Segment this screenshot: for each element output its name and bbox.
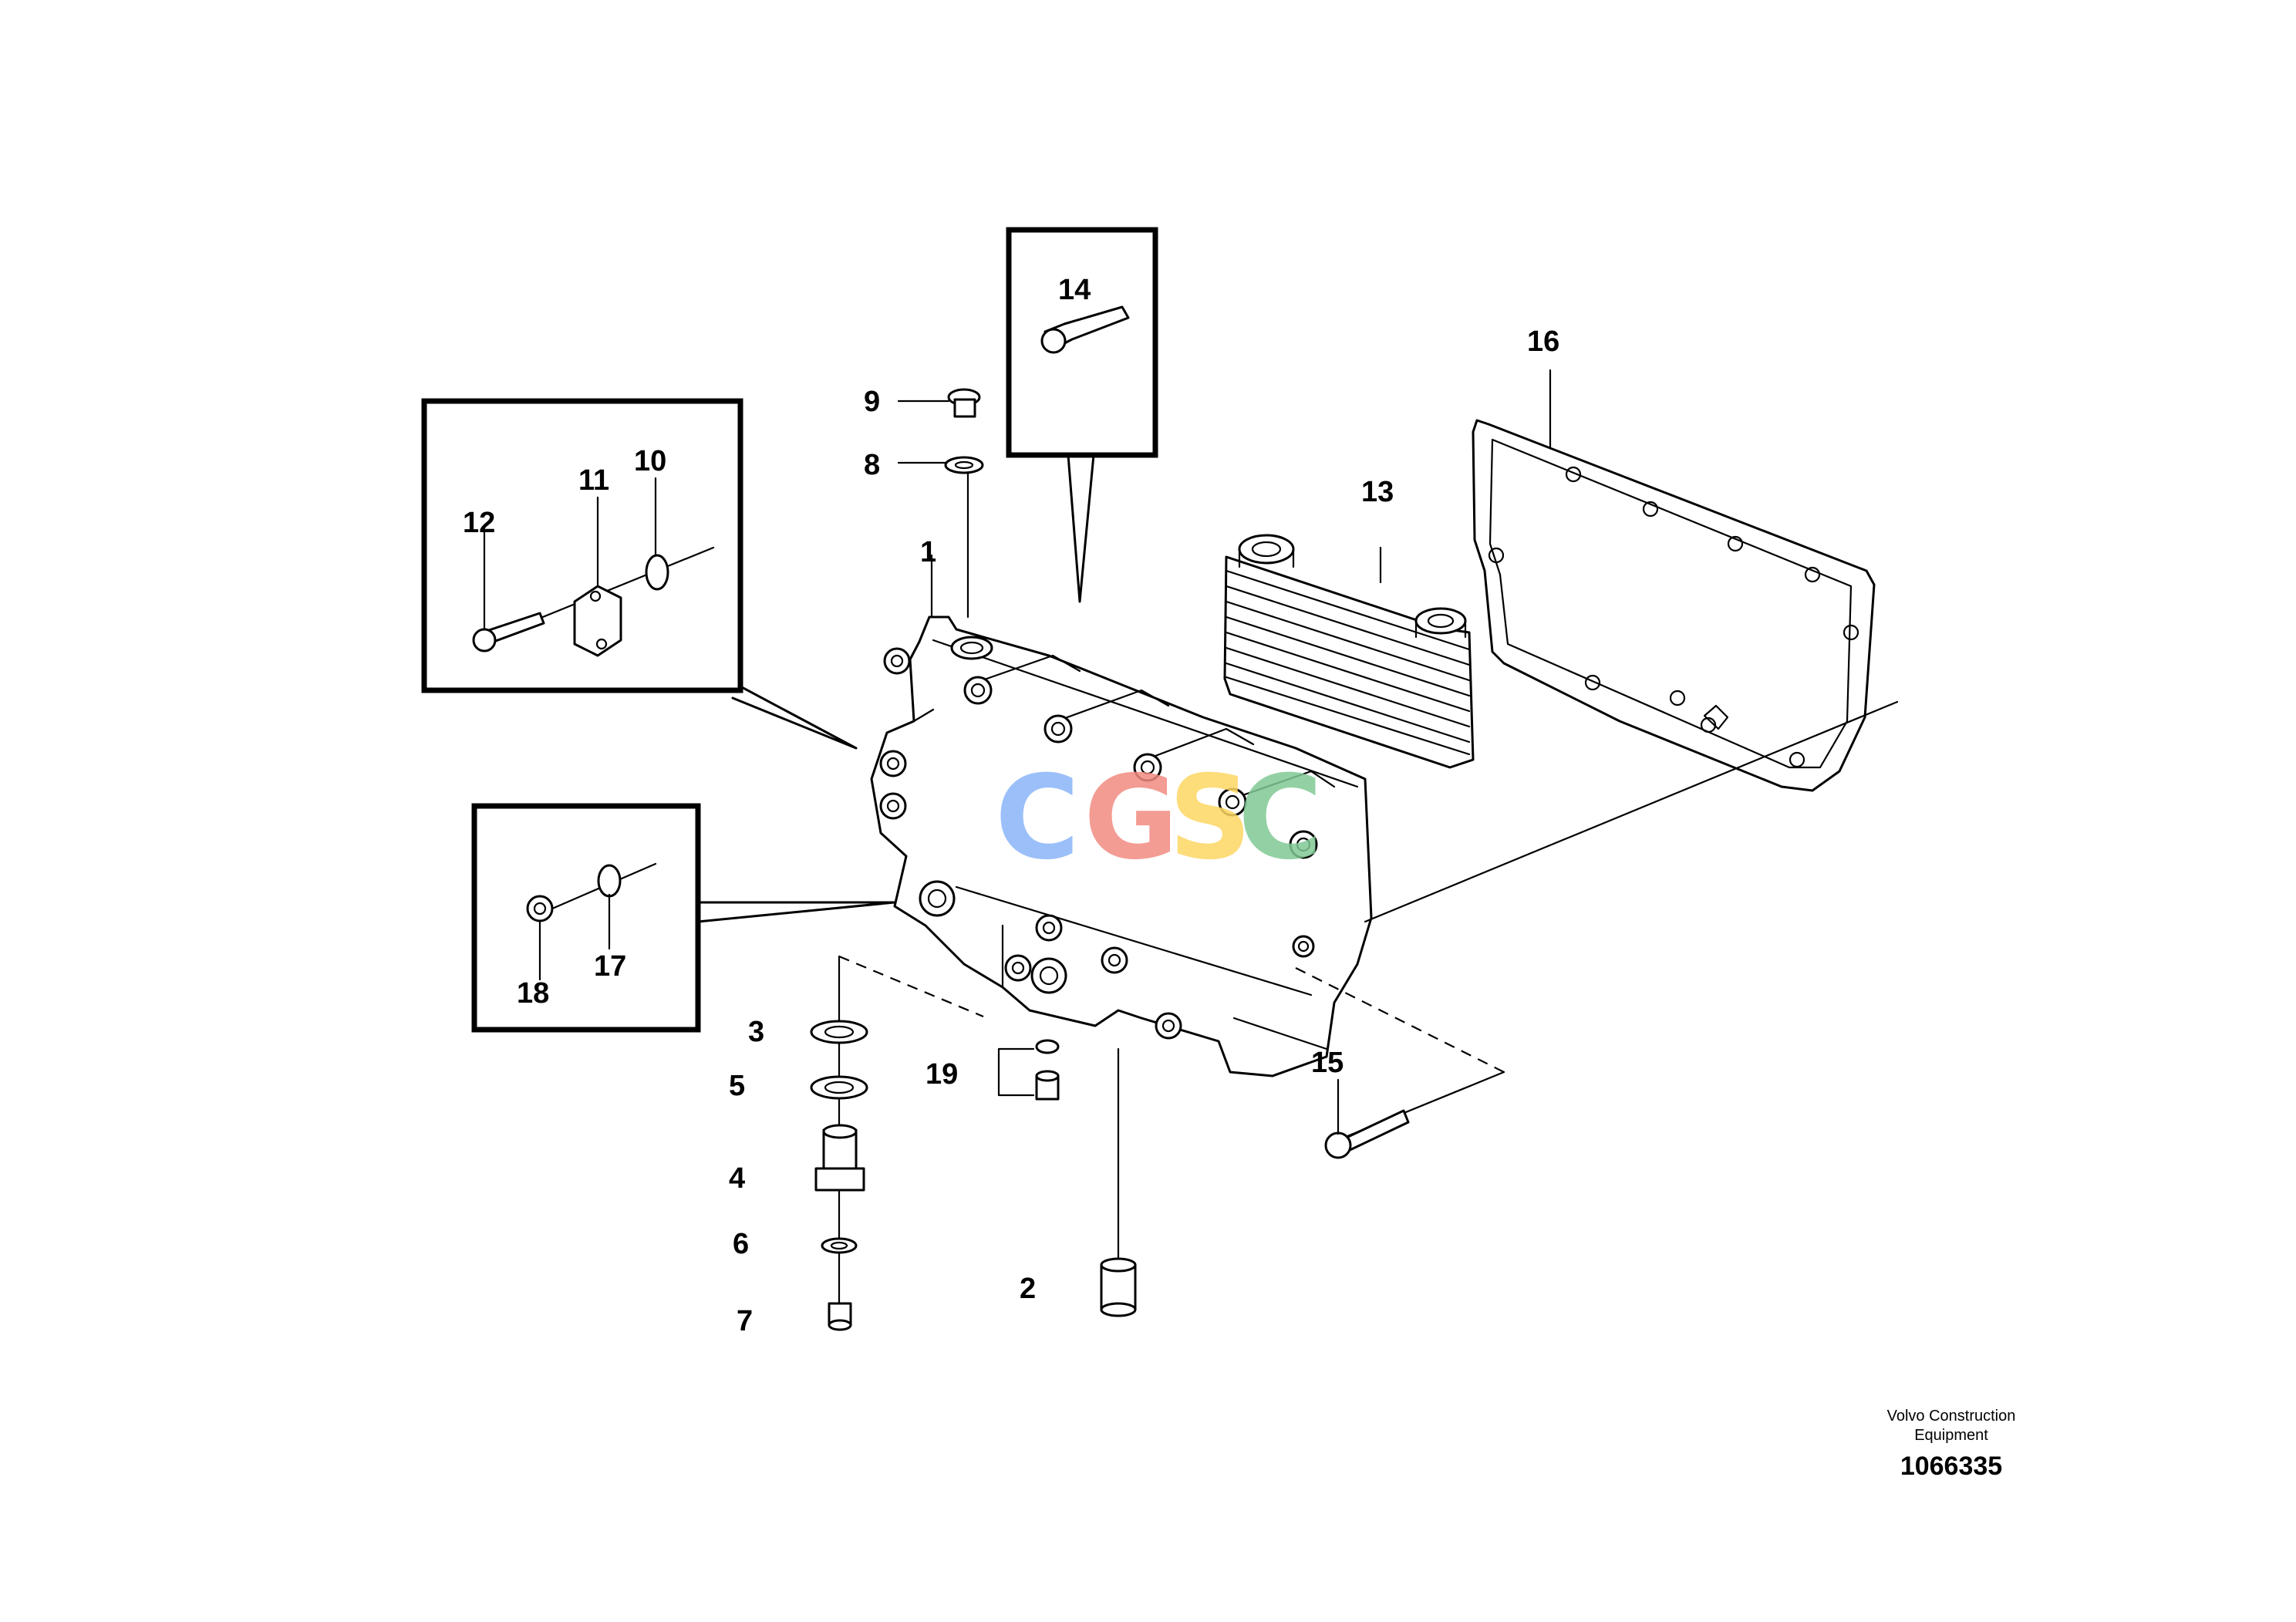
callout-7: 7 [737, 1305, 753, 1337]
callout-18: 18 [517, 977, 549, 1010]
callout-3: 3 [748, 1016, 764, 1048]
callout-10: 10 [634, 445, 666, 477]
inset-box-plug-17-18 [471, 803, 896, 1033]
callout-14: 14 [1058, 274, 1091, 306]
plug-washer-19 [997, 1039, 1060, 1101]
callout-9: 9 [864, 386, 880, 418]
callout-2: 2 [1020, 1273, 1036, 1305]
callout-15: 15 [1311, 1047, 1344, 1079]
plug-stack-assembly [810, 955, 984, 1331]
callout-19: 19 [925, 1058, 958, 1091]
inset-box-cover-10-11-12 [421, 398, 858, 750]
oil-cooler-housing [870, 615, 1373, 1077]
callout-11: 11 [578, 464, 609, 497]
callout-4: 4 [729, 1162, 745, 1195]
oil-cooler-core [1223, 534, 1475, 769]
watermark-letter-1: C [995, 751, 1080, 885]
cooler-gasket [1472, 419, 1876, 792]
leader-lines [897, 369, 1899, 923]
drawing-number: 1066335 [1900, 1452, 2002, 1481]
callout-16: 16 [1527, 325, 1559, 358]
callout-12: 12 [463, 507, 495, 539]
callout-17: 17 [594, 950, 626, 983]
inset-box-screw-14 [1006, 227, 1158, 603]
callout-8: 8 [864, 449, 880, 481]
screw-15 [1295, 967, 1505, 1159]
callout-5: 5 [729, 1070, 745, 1102]
company-name-line1: Volvo Construction [1887, 1408, 2016, 1425]
cgsc-watermark: C G S C [995, 751, 1323, 885]
callout-13: 13 [1361, 476, 1394, 508]
watermark-letter-4: C [1238, 751, 1323, 885]
watermark-letter-3: S [1168, 751, 1252, 885]
watermark-letter-2: G [1084, 751, 1178, 885]
callout-1: 1 [920, 536, 936, 568]
threaded-plug-2 [1100, 1047, 1137, 1317]
callout-labels: 1 2 3 4 5 6 7 8 9 10 11 12 13 14 15 16 1… [463, 274, 1559, 1337]
drawing-footer: Volvo Construction Equipment 1066335 [1887, 1408, 2016, 1481]
company-name-line2: Equipment [1914, 1427, 1988, 1444]
callout-6: 6 [733, 1228, 749, 1260]
